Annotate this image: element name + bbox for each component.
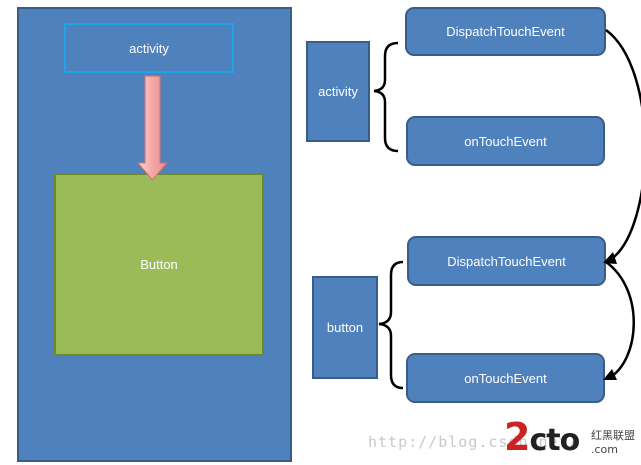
watermark-suffix: .com (591, 443, 618, 456)
down-arrow-icon (136, 75, 169, 181)
activity-layer-label: activity (129, 40, 169, 56)
activity-group-label: activity (318, 84, 358, 99)
button-ontouch-node: onTouchEvent (406, 353, 605, 403)
button-group-box: button (312, 276, 378, 379)
button-flow-arrowhead-icon (603, 369, 617, 380)
button-dispatch-label: DispatchTouchEvent (447, 253, 566, 269)
button-group-label: button (326, 320, 364, 335)
watermark-cn-text: 红黑联盟 .com (591, 427, 635, 456)
button-flow-curve (605, 260, 635, 380)
activity-layer-box: activity (64, 23, 234, 73)
button-brace-icon (378, 260, 404, 390)
button-ontouch-label: onTouchEvent (464, 370, 547, 386)
button-layer-box: Button (54, 173, 264, 356)
watermark-cn-label: 红黑联盟 (591, 429, 635, 442)
button-layer-label: Button (140, 257, 178, 272)
watermark-logo-num: 2 (504, 415, 530, 459)
dispatch-flow-arrowhead-icon (603, 252, 617, 264)
activity-ontouch-node: onTouchEvent (406, 116, 605, 166)
watermark-url: http://blog.csdn.net/ (368, 433, 579, 451)
activity-ontouch-label: onTouchEvent (464, 133, 547, 149)
activity-dispatch-label: DispatchTouchEvent (446, 24, 565, 39)
dispatch-flow-curve (605, 28, 641, 262)
watermark-logo-rest: cto (529, 423, 580, 458)
watermark-logo: 2cto (504, 415, 580, 459)
activity-group-box: activity (306, 41, 370, 142)
activity-dispatch-node: DispatchTouchEvent (405, 7, 606, 56)
activity-brace-icon (373, 41, 399, 153)
